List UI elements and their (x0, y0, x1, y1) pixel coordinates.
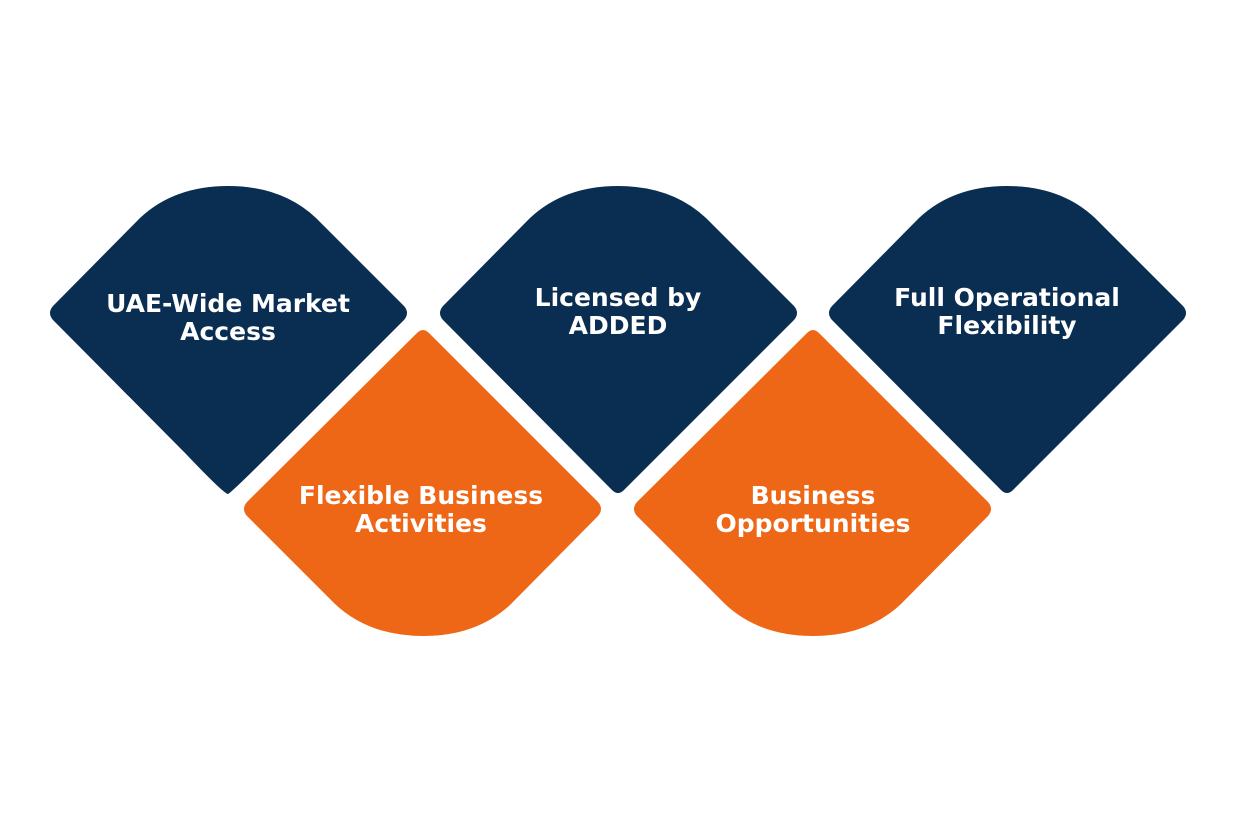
tile-flexible-business-activities (244, 330, 601, 636)
tile-uae-wide-market-access (50, 186, 407, 494)
tile-licensed-by-added (440, 186, 797, 493)
tile-business-opportunities (634, 330, 991, 636)
tile-full-operational-flexibility (829, 186, 1186, 493)
